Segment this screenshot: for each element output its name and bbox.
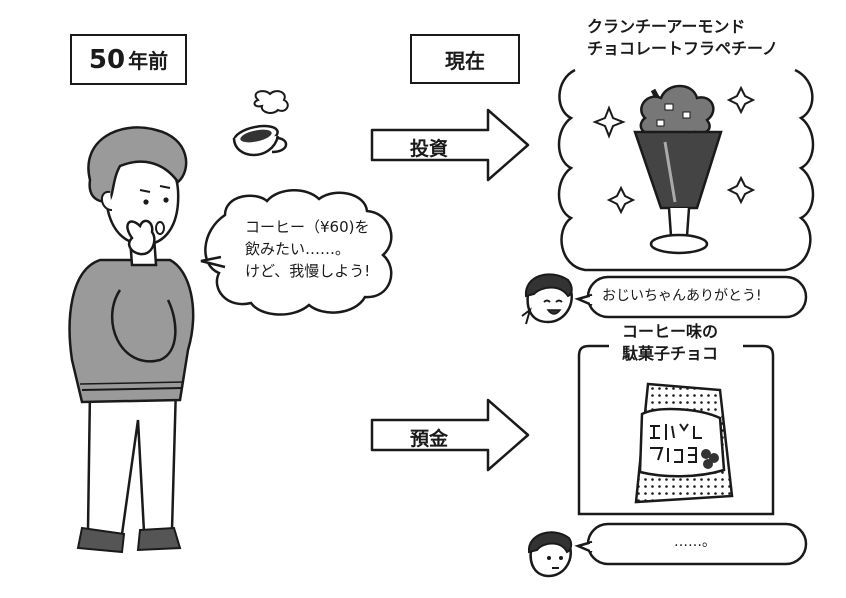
- deposit-panel-frame: [577, 344, 775, 516]
- past-label-number: 50: [88, 44, 126, 75]
- frappuccino-icon: [592, 84, 756, 255]
- invest-item-line-1: クランチーアーモンド: [587, 17, 746, 36]
- invest-item-line-2: チョコレートフラペチーノ: [587, 39, 779, 58]
- deposit-speech-bubble: [574, 522, 808, 566]
- deposit-arrow-label: 預金: [410, 428, 449, 450]
- past-label-suffix: 年前: [128, 49, 169, 73]
- invest-speech-text: おじいちゃんありがとう!: [602, 288, 762, 304]
- present-label: 現在: [445, 48, 485, 73]
- invest-speech-bubble: [574, 275, 808, 319]
- grandchild-neutral-face: [527, 531, 573, 578]
- grandchild-happy-face: [521, 273, 573, 325]
- deposit-speech-text: ……。: [674, 534, 716, 550]
- invest-arrow: [370, 108, 530, 182]
- invest-arrow-label: 投資: [410, 138, 449, 160]
- invest-panel-frame: [557, 68, 815, 272]
- thought-line-1: コーヒー（¥60)を: [245, 218, 370, 236]
- past-label-box: 50 年前: [70, 34, 187, 85]
- candy-package-icon: [634, 382, 734, 504]
- deposit-item-line-1: コーヒー味の: [622, 322, 719, 341]
- deposit-item-line-2: 駄菓子チョコ: [622, 344, 719, 363]
- thought-line-3: けど、我慢しよう!: [245, 262, 371, 280]
- thought-line-2: 飲みたい……。: [245, 240, 351, 258]
- present-label-box: 現在: [410, 34, 520, 84]
- deposit-arrow: [370, 398, 530, 472]
- man-illustration: [68, 126, 195, 554]
- coffee-cup-icon: [232, 90, 289, 157]
- thought-bubble: [200, 189, 393, 316]
